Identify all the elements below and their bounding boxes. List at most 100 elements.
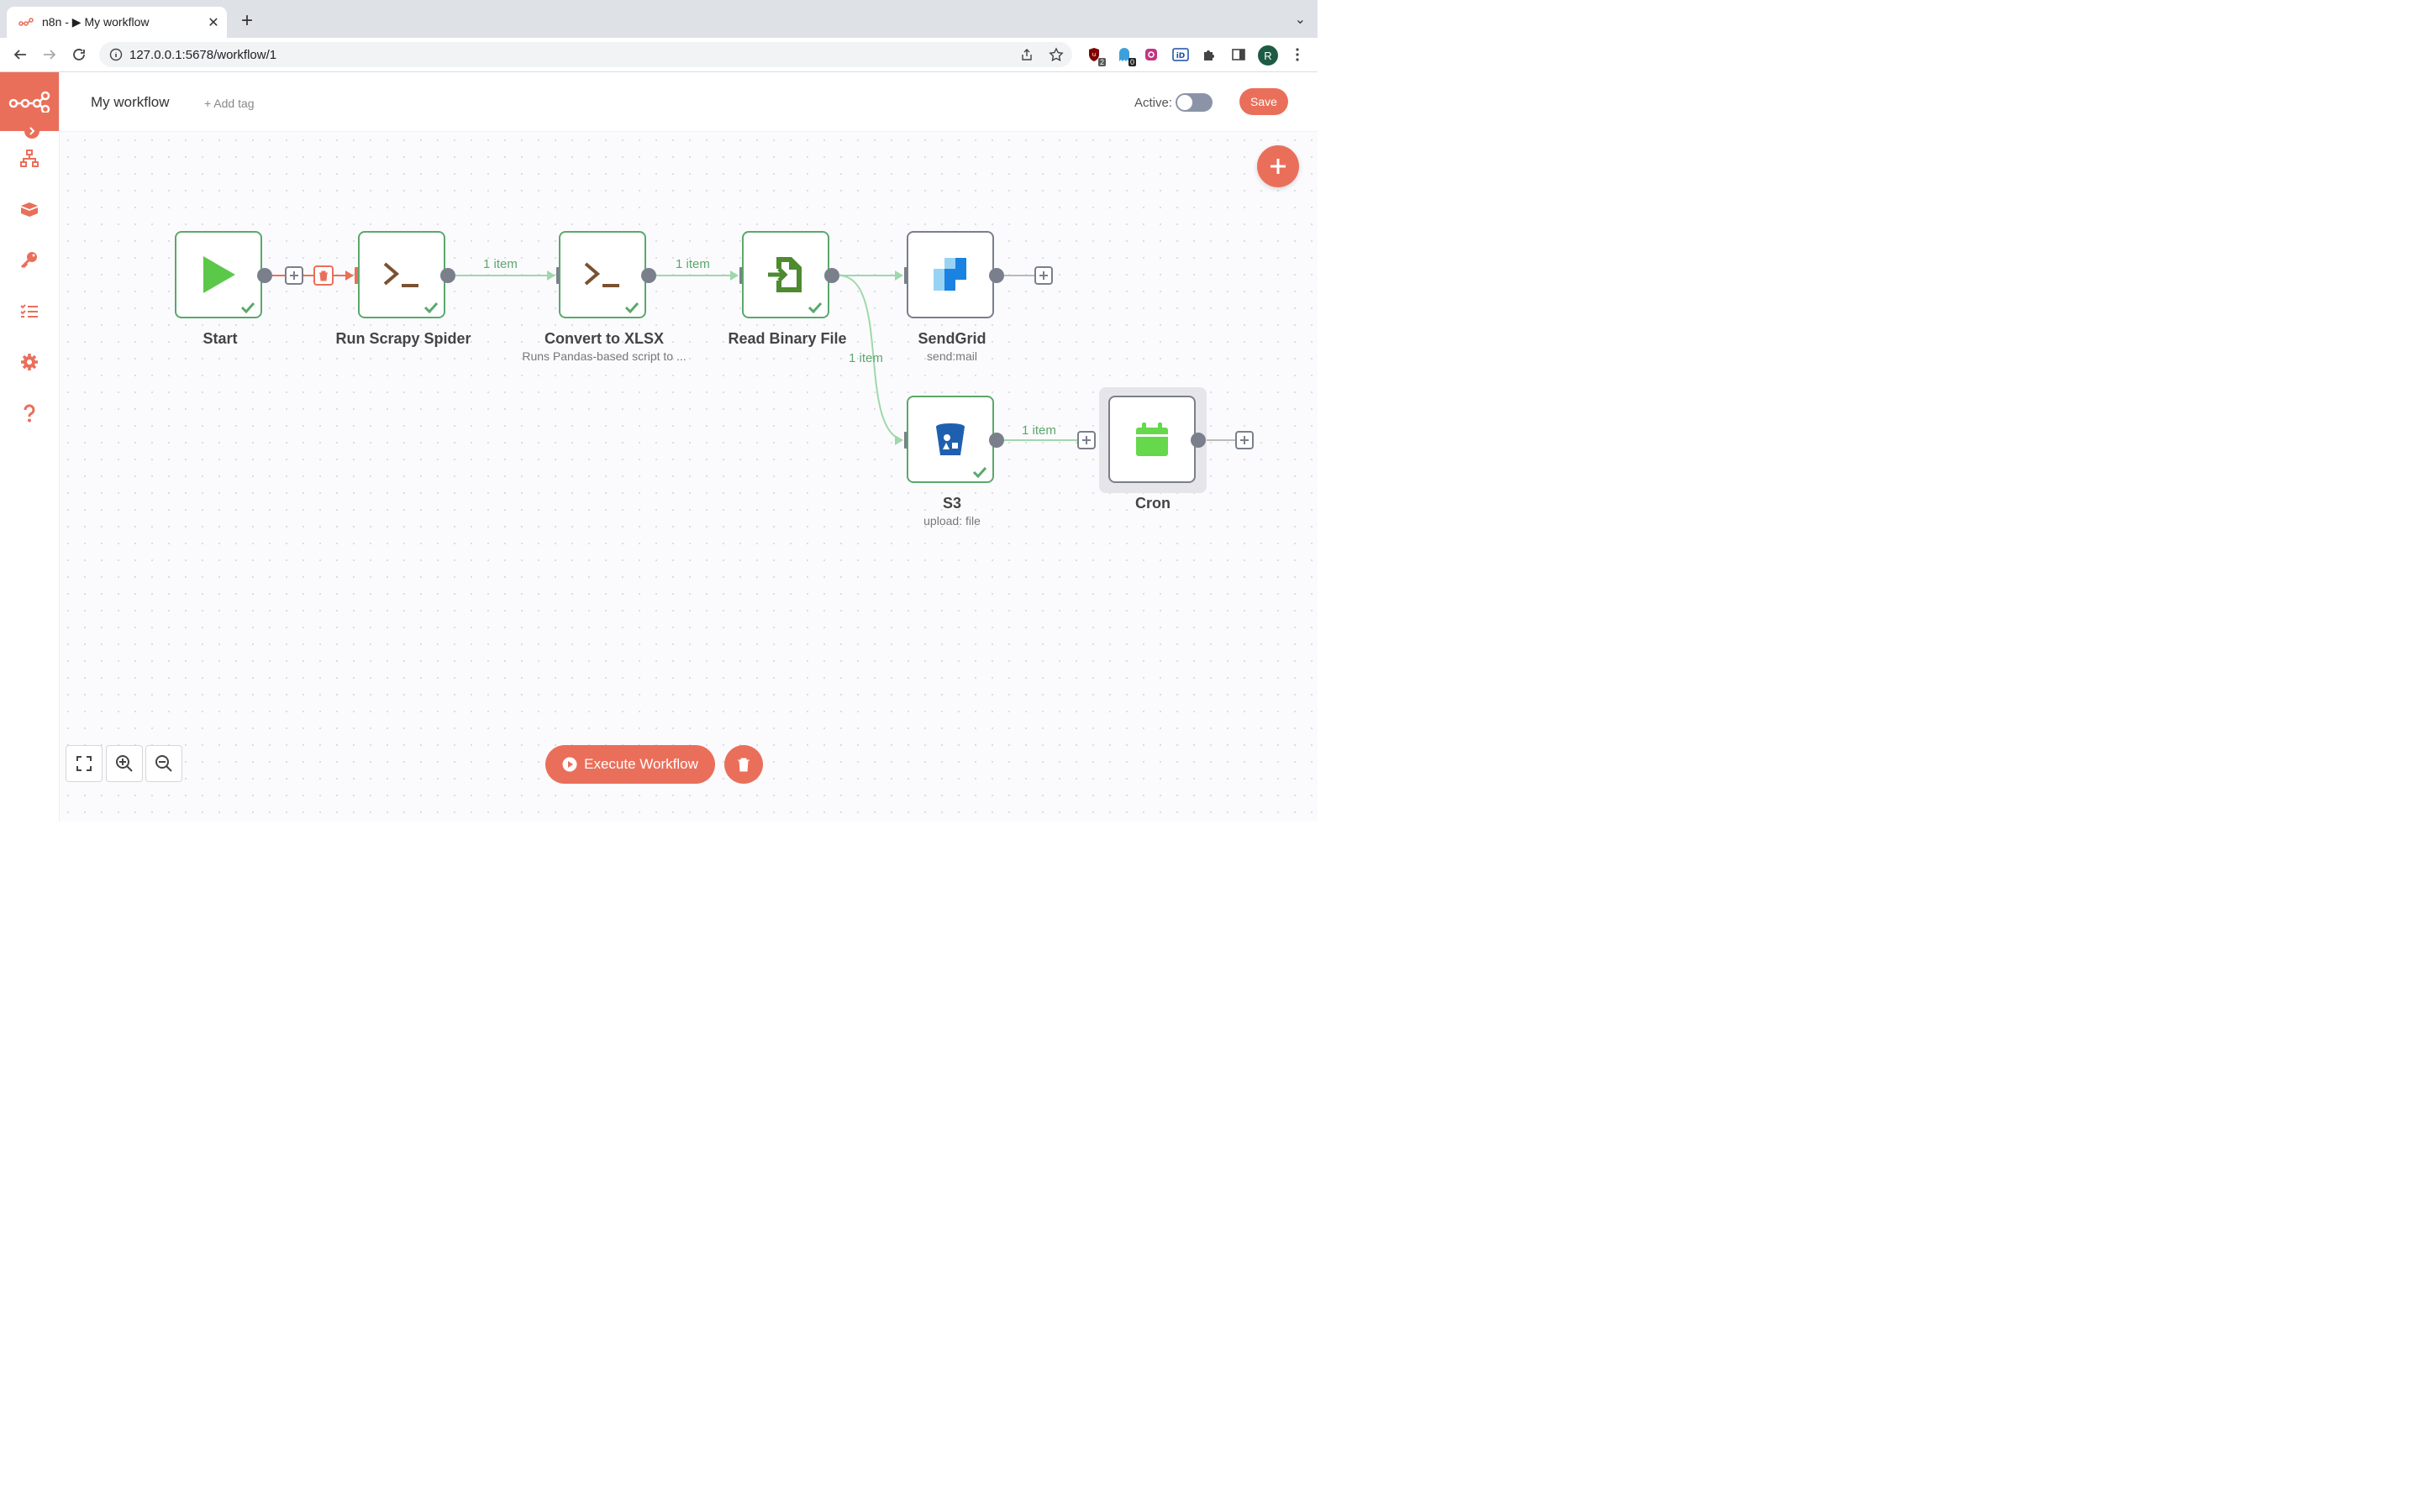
add-node-plus-icon[interactable]	[1235, 431, 1254, 449]
node-label: Convert to XLSX	[544, 330, 664, 347]
trash-icon	[738, 758, 750, 772]
node-start[interactable]	[175, 231, 262, 318]
site-info-icon[interactable]	[109, 48, 123, 61]
toggle-knob	[1177, 95, 1192, 110]
workflow-header: My workflow + Add tag Active: Save	[60, 72, 1318, 132]
browser-tab-bar: n8n - ▶ My workflow ✕ + ⌄	[0, 0, 1318, 38]
output-port[interactable]	[989, 268, 1004, 283]
node-sendgrid[interactable]	[907, 231, 994, 318]
s3-bucket-icon	[936, 423, 965, 455]
output-port[interactable]	[824, 268, 839, 283]
node-subtitle: upload: file	[923, 514, 981, 528]
success-check-icon	[624, 302, 639, 313]
delete-connection-trash-icon[interactable]	[313, 265, 334, 286]
add-node-plus-icon[interactable]	[1034, 266, 1053, 285]
edge-item-count: 1 item	[1022, 423, 1056, 438]
output-port[interactable]	[1191, 433, 1206, 448]
success-check-icon	[972, 466, 987, 478]
node-label: SendGrid	[918, 330, 986, 347]
node-label: Start	[203, 330, 238, 347]
edge-item-count: 1 item	[849, 351, 883, 365]
play-circle-icon	[562, 757, 577, 772]
node-label: S3	[942, 495, 962, 512]
zoom-to-fit-button[interactable]	[66, 745, 103, 782]
tab-close-icon[interactable]: ✕	[208, 15, 219, 30]
output-port[interactable]	[257, 268, 272, 283]
node-run-scrapy-spider[interactable]	[358, 231, 445, 318]
workflow-name[interactable]: My workflow	[91, 94, 170, 110]
extensions-puzzle-icon[interactable]	[1200, 45, 1218, 65]
url-text: 127.0.0.1:5678/workflow/1	[129, 47, 277, 62]
node-label: Read Binary File	[728, 330, 847, 347]
edge-item-count: 1 item	[483, 257, 518, 271]
ext-badge: 2	[1097, 58, 1106, 66]
svg-text:iD: iD	[1176, 52, 1186, 60]
reload-icon[interactable]	[69, 45, 89, 65]
node-cron[interactable]	[1108, 396, 1196, 483]
success-check-icon	[240, 302, 255, 313]
node-read-binary-file[interactable]	[742, 231, 829, 318]
node-label: Run Scrapy Spider	[335, 330, 471, 347]
output-port[interactable]	[989, 433, 1004, 448]
edge-item-count: 1 item	[676, 257, 710, 271]
zoom-out-icon	[155, 755, 172, 772]
n8n-logo[interactable]	[0, 72, 59, 131]
add-node-plus-icon[interactable]	[285, 266, 303, 285]
calendar-icon	[1136, 423, 1168, 456]
ghostery-extension-icon[interactable]: 0	[1114, 45, 1136, 66]
zoom-out-button[interactable]	[145, 745, 182, 782]
help-question-icon[interactable]	[18, 402, 40, 424]
back-icon[interactable]	[10, 45, 30, 65]
active-toggle[interactable]	[1176, 93, 1213, 112]
forward-icon[interactable]	[39, 45, 60, 65]
input-port[interactable]	[355, 267, 360, 284]
id-extension-icon[interactable]: iD	[1171, 45, 1190, 65]
file-import-icon	[768, 257, 802, 292]
workflows-icon[interactable]	[18, 148, 40, 170]
node-s3[interactable]	[907, 396, 994, 483]
side-panel-icon[interactable]	[1229, 45, 1248, 65]
tab-title: n8n - ▶ My workflow	[42, 15, 150, 29]
execute-workflow-button[interactable]: Execute Workflow	[545, 745, 715, 784]
terminal-icon	[584, 262, 619, 287]
active-label: Active:	[1134, 96, 1173, 110]
n8n-favicon-icon	[18, 17, 34, 26]
browser-tab[interactable]: n8n - ▶ My workflow ✕	[7, 7, 227, 38]
bookmark-star-icon[interactable]	[1049, 47, 1064, 62]
terminal-icon	[383, 262, 418, 287]
tab-search-chevron-icon[interactable]: ⌄	[1294, 13, 1306, 27]
add-tag-button[interactable]: + Add tag	[204, 97, 255, 110]
node-convert-to-xlsx[interactable]	[559, 231, 646, 318]
zoom-in-button[interactable]	[106, 745, 143, 782]
output-port[interactable]	[641, 268, 656, 283]
profile-avatar[interactable]: R	[1258, 45, 1278, 66]
ublock-extension-icon[interactable]: u 2	[1084, 45, 1106, 66]
sendgrid-logo-icon	[934, 258, 966, 291]
settings-gear-icon[interactable]	[18, 351, 40, 373]
add-node-button[interactable]	[1257, 145, 1299, 187]
clear-execution-button[interactable]	[724, 745, 763, 784]
node-subtitle: Runs Pandas-based script to ...	[522, 349, 687, 363]
sidebar	[0, 72, 60, 822]
save-button[interactable]: Save	[1239, 88, 1288, 115]
zoom-in-icon	[116, 755, 133, 772]
plus-icon	[1270, 159, 1286, 174]
executions-list-icon[interactable]	[18, 300, 40, 322]
share-icon[interactable]	[1020, 48, 1034, 61]
fullscreen-icon	[76, 756, 92, 771]
expand-sidebar-icon[interactable]	[24, 123, 39, 139]
instagram-extension-icon[interactable]	[1143, 45, 1160, 65]
success-check-icon	[424, 302, 439, 313]
execute-workflow-label: Execute Workflow	[584, 756, 698, 772]
ext-badge: 0	[1128, 58, 1136, 66]
new-tab-icon[interactable]: +	[240, 9, 253, 32]
credentials-key-icon[interactable]	[18, 249, 40, 270]
browser-menu-icon[interactable]	[1289, 45, 1306, 65]
add-node-plus-icon[interactable]	[1077, 431, 1096, 449]
svg-text:u: u	[1092, 51, 1096, 58]
address-bar[interactable]: 127.0.0.1:5678/workflow/1	[99, 42, 1072, 67]
node-label: Cron	[1135, 495, 1171, 512]
output-port[interactable]	[440, 268, 455, 283]
browser-toolbar: 127.0.0.1:5678/workflow/1 u 2 0 iD	[0, 38, 1318, 72]
templates-box-icon[interactable]	[18, 198, 40, 220]
